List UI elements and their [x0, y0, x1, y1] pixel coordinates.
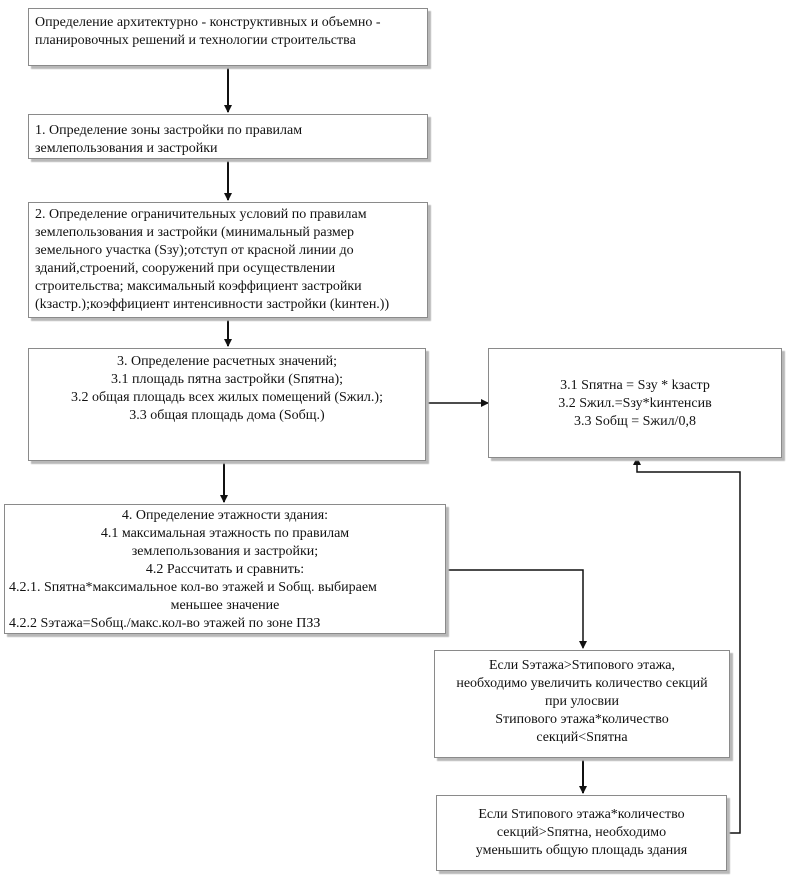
box-line: 1. Определение зоны застройки по правила…: [35, 123, 303, 138]
box-line: 4.1 максимальная этажность по правилам: [100, 526, 350, 541]
box-line: 3.1 площадь пятна застройки (Sпятна);: [110, 372, 344, 387]
box-line: 3.3 общая площадь дома (Sобщ.): [129, 408, 325, 423]
box-condition-increase-sections: Если Sэтажа>Sтипового этажа, необходимо …: [434, 650, 730, 758]
box-line: (kзастр.);коэффициент интенсивности заст…: [35, 297, 390, 312]
box-line: планировочных решений и технологии строи…: [35, 33, 356, 48]
box-step-3-calculated-values: 3. Определение расчетных значений; 3.1 п…: [28, 348, 426, 461]
box-line: Sтипового этажа*количество: [495, 712, 669, 727]
box-architecture-decisions: Определение архитектурно - конструктивны…: [28, 8, 428, 66]
box-line: 3.2 общая площадь всех жилых помещений (…: [71, 390, 383, 405]
box-step-4-storeys: 4. Определение этажности здания: 4.1 мак…: [4, 504, 446, 634]
box-line: 3. Определение расчетных значений;: [116, 354, 338, 369]
box-line: 4.2.1. Sпятна*максимальное кол-во этажей…: [9, 580, 377, 595]
box-line: секций>Sпятна, необходимо: [496, 825, 667, 840]
box-line: 4.2.2 Sэтажа=Sобщ./макс.кол-во этажей по…: [9, 616, 321, 631]
box-line: строительства; максимальный коэффициент …: [35, 279, 362, 294]
box-line: 4. Определение этажности здания:: [121, 508, 329, 523]
box-step-1-zone: 1. Определение зоны застройки по правила…: [28, 114, 428, 159]
box-line: Определение архитектурно - конструктивны…: [35, 15, 381, 30]
box-line: 3.3 Sобщ = Sжил/0,8: [574, 414, 696, 429]
box-line: 3.1 Sпятна = Sзу * kзастр: [560, 378, 710, 393]
box-step-2-constraints: 2. Определение ограничительных условий п…: [28, 202, 428, 318]
box-line: Если Sэтажа>Sтипового этажа,: [488, 658, 676, 673]
box-line: при улосвии: [544, 694, 619, 709]
box-line: 4.2 Рассчитать и сравнить:: [145, 562, 305, 577]
box-line: землепользования и застройки (минимальны…: [35, 225, 354, 240]
box-condition-reduce-area: Если Sтипового этажа*количество секций>S…: [436, 795, 727, 871]
box-line: земельного участка (Sзу);отступ от красн…: [35, 243, 354, 258]
box-line: необходимо увеличить количество секций: [456, 676, 708, 691]
box-line: секций<Sпятна: [536, 730, 628, 745]
box-line: 3.2 Sжил.=Sзу*kинтенсив: [558, 396, 712, 411]
box-line: 2. Определение ограничительных условий п…: [35, 207, 367, 222]
box-step-3-formulas: 3.1 Sпятна = Sзу * kзастр 3.2 Sжил.=Sзу*…: [488, 348, 782, 458]
box-line: Если Sтипового этажа*количество: [478, 807, 685, 822]
arrow-4-5: [446, 569, 587, 649]
box-line: землепользования и застройки;: [131, 544, 319, 559]
box-line: зданий,строений, сооружений при осуществ…: [35, 261, 336, 276]
box-line: землепользования и застройки: [35, 141, 218, 156]
box-line: меньшее значение: [170, 598, 280, 613]
arrow-6-31: [633, 457, 741, 834]
box-line: уменьшить общую площадь здания: [475, 843, 688, 858]
